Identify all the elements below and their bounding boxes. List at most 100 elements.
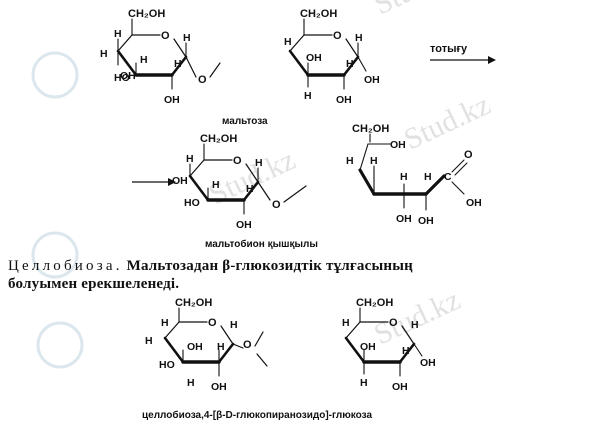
cellobiose-caption-group: целлобиоза,4-[β-D-глюкопиранозидо]-глюко… <box>142 409 372 421</box>
product-arrow <box>132 178 176 186</box>
ring-bond <box>401 325 415 345</box>
substituent-h: H <box>140 54 148 66</box>
cellobiose-caption: целлобиоза,4-[β-D-глюкопиранозидо]-глюко… <box>142 409 372 421</box>
paragraph-text-2: болуымен ерекшеленеді. <box>8 276 180 292</box>
substituent-oh: OH <box>187 341 203 353</box>
atom-label: H <box>402 345 410 357</box>
atom-label: H <box>400 171 408 183</box>
term-cellobiose: Целлобиоза. <box>8 258 123 274</box>
atom-label: H <box>346 58 354 70</box>
atom-label: OH <box>466 197 482 209</box>
carbonyl-oxygen: O <box>464 149 473 161</box>
atom-label: HO <box>159 359 175 371</box>
ring-bond-bold <box>116 49 138 77</box>
atom-label: OH <box>364 74 380 86</box>
glycosidic-bond <box>254 331 264 347</box>
substituent-bond <box>357 56 367 72</box>
glycosidic-bond <box>209 62 221 78</box>
maltobionic-acid-caption: мальтобион қышқылы <box>205 238 318 250</box>
ring-bond <box>220 325 234 345</box>
atom-label: H <box>411 319 419 331</box>
atom-label: H <box>230 319 238 331</box>
glycosidic-bond <box>283 185 307 203</box>
ring-bond-bold <box>344 336 366 364</box>
substituent-bond <box>413 343 423 357</box>
substituent-h: H <box>360 377 368 389</box>
ring-oxygen: O <box>233 155 242 167</box>
ring-oxygen: O <box>333 30 342 42</box>
atom-label: CH₂OH <box>175 297 212 309</box>
ring-bond <box>245 163 259 183</box>
substituent-oh: OH <box>360 341 376 353</box>
chain-bond-bold <box>358 168 376 196</box>
glycosidic-oxygen: O <box>198 74 207 86</box>
chain-bond <box>451 181 465 195</box>
substituent-h: H <box>183 32 191 44</box>
ring-bond-bold <box>217 342 235 364</box>
atom-label: CH₂OH <box>128 8 165 20</box>
atom-label: H <box>346 155 354 167</box>
atom-label: HO <box>114 72 130 84</box>
glycosidic-bond <box>256 353 268 367</box>
substituent-h: H <box>255 157 263 169</box>
atom-label: H <box>246 183 254 195</box>
arrow-label: тотығу <box>430 43 468 55</box>
ring-bond-bold <box>188 174 210 202</box>
ring-bond <box>189 159 205 177</box>
atom-label: CH₂OH <box>300 8 337 20</box>
substituent-oh: OH <box>236 219 252 231</box>
atom-label: H <box>342 317 350 329</box>
substituent-h: H <box>355 32 363 44</box>
carboxyl-carbon: C <box>444 171 452 183</box>
atom-label: OH <box>390 139 406 151</box>
ring-bond-bold <box>398 342 416 364</box>
ring-bond-bold <box>170 55 188 77</box>
maltose-caption-group: мальтоза <box>222 116 268 127</box>
maltose-caption: мальтоза <box>222 116 268 127</box>
ring-bond <box>164 321 180 339</box>
atom-label: OH <box>396 213 412 225</box>
ring-bond-bold <box>342 55 360 77</box>
atom-label: H <box>100 48 108 60</box>
glycosidic-bond <box>232 343 244 349</box>
atom-label: CH₂OH <box>356 297 393 309</box>
atom-label: H <box>161 317 169 329</box>
ring-oxygen: O <box>161 30 170 42</box>
atom-label: HO <box>184 197 200 209</box>
substituent-oh: OH <box>306 52 322 64</box>
ring-oxygen: O <box>389 317 398 329</box>
glycosidic-oxygen: O <box>272 199 281 211</box>
atom-label: OH <box>418 215 434 227</box>
atom-label: OH <box>172 175 188 187</box>
ring-bond-bold <box>242 180 260 202</box>
substituent-oh: OH <box>392 381 408 393</box>
ring-bond <box>345 321 361 339</box>
ring-bond <box>289 34 305 52</box>
atom-label: OH <box>420 357 436 369</box>
ring-bond-bold <box>163 336 185 364</box>
chain-bond <box>359 143 369 171</box>
oxidation-arrow: тотығу <box>430 43 496 64</box>
substituent-oh: OH <box>120 70 136 82</box>
ring-bond <box>173 38 187 58</box>
ring-oxygen: O <box>208 317 217 329</box>
atom-label: H <box>370 155 378 167</box>
atom-label: H <box>145 335 153 347</box>
substituent-oh: OH <box>336 94 352 106</box>
atom-label: CH₂OH <box>352 123 389 135</box>
ring-bond <box>117 34 133 52</box>
substituent-h: H <box>212 179 220 191</box>
atom-label: H <box>424 171 432 183</box>
substituent-h: H <box>186 153 194 165</box>
glycosidic-bond <box>185 56 197 78</box>
glycosidic-bond <box>257 181 271 201</box>
ring-bond-bold <box>288 49 310 77</box>
substituent-h: H <box>304 90 312 102</box>
substituent-oh: OH <box>211 381 227 393</box>
glycosidic-oxygen: O <box>243 339 252 351</box>
substituent-h: H <box>114 28 122 40</box>
